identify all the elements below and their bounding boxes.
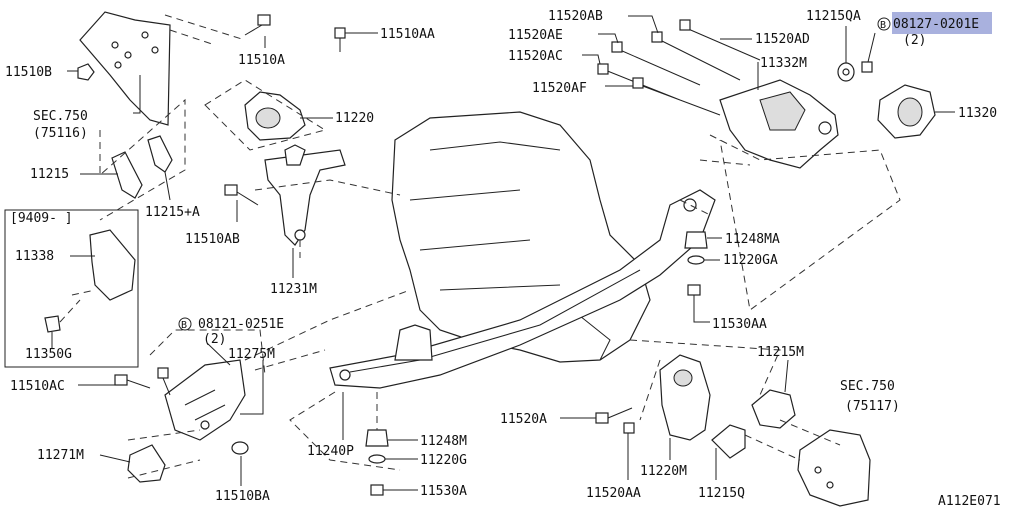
label-sec750-left: SEC.750	[33, 109, 88, 124]
label-08127-0201e: 08127-0201E	[893, 17, 979, 32]
sec750-bracket-right	[797, 429, 871, 507]
label-11520ae: 11520AE	[508, 28, 563, 43]
washer-11220ga	[687, 255, 705, 265]
stud-11530a	[370, 484, 384, 496]
label-sec750-left-sub: (75116)	[33, 126, 88, 141]
stud-11530aa	[687, 284, 701, 310]
bushing-11215	[111, 135, 173, 199]
bolt-11520aa	[623, 422, 635, 434]
label-11220: 11220	[335, 111, 374, 126]
label-08127-qty: (2)	[903, 33, 926, 48]
bushing-11215q	[711, 424, 746, 459]
bolt-11510ac	[114, 374, 151, 389]
bolt-11520a	[595, 407, 633, 424]
mount-11220m	[659, 354, 711, 441]
label-11520a: 11520A	[500, 412, 547, 427]
mount-11220	[244, 91, 306, 141]
bolt-11510aa	[334, 27, 346, 52]
label-11338: 11338	[15, 249, 54, 264]
label-11350g: 11350G	[25, 347, 72, 362]
label-11215m: 11215M	[757, 345, 804, 360]
label-sec750-right-sub: (75117)	[845, 399, 900, 414]
assembly-lines	[99, 14, 901, 479]
label-08121-qty: (2)	[203, 332, 226, 347]
label-11520ac: 11520AC	[508, 49, 563, 64]
label-11520ad: 11520AD	[755, 32, 810, 47]
bolts-11520-group	[597, 19, 761, 116]
label-11215qa: 11215QA	[806, 9, 861, 24]
sec750-bracket-left	[77, 11, 171, 126]
label-11220m: 11220M	[640, 464, 687, 479]
bolt-badge-letter: B	[880, 20, 886, 31]
label-11215q: 11215Q	[698, 486, 745, 501]
label-11510ac: 11510AC	[10, 379, 65, 394]
nut-11510ba	[231, 441, 249, 455]
label-11215: 11215	[30, 167, 69, 182]
label-11530aa: 11530AA	[712, 317, 767, 332]
label-inset-date: [9409- ]	[10, 211, 73, 226]
label-11271m: 11271M	[37, 448, 84, 463]
bracket-11231m	[264, 144, 346, 246]
bolt-08121	[157, 367, 171, 396]
washer-11215qa	[837, 62, 855, 82]
bolt-badge-icon	[877, 17, 891, 31]
insulator-11248m	[365, 429, 389, 447]
leader-lines	[51, 15, 955, 491]
label-11332m: 11332M	[760, 56, 807, 71]
washer-11220g	[368, 454, 386, 464]
bolt-11510a	[244, 14, 271, 36]
bolt-badge-letter-2: B	[181, 320, 187, 331]
mount-11332m	[719, 79, 839, 169]
bolt-11510ab	[224, 184, 259, 206]
bolt-08127	[861, 61, 873, 73]
label-11320: 11320	[958, 106, 997, 121]
label-11520ab: 11520AB	[548, 9, 603, 24]
label-11240p: 11240P	[307, 444, 354, 459]
center-member-11240p	[329, 189, 716, 389]
label-sec750-right: SEC.750	[840, 379, 895, 394]
label-11275m: 11275M	[228, 347, 275, 362]
insulator-11248ma	[684, 231, 708, 249]
label-11510a: 11510A	[238, 53, 285, 68]
label-08121-0251e: 08121-0251E	[198, 317, 284, 332]
callout-labels: 11510B SEC.750 (75116) 11510A 11510AA 11…	[5, 9, 1001, 509]
label-11530a: 11530A	[420, 484, 467, 499]
label-11510ab: 11510AB	[185, 232, 240, 247]
label-11248ma: 11248MA	[725, 232, 780, 247]
diagram-id: A112E071	[938, 494, 1001, 509]
label-11215-a: 11215+A	[145, 205, 200, 220]
label-11510b: 11510B	[5, 65, 52, 80]
label-11220g: 11220G	[420, 453, 467, 468]
mount-11320	[877, 84, 936, 139]
highlight-08127	[892, 12, 992, 34]
bolt-badge-icon-2	[178, 317, 192, 331]
insulator-11271m	[127, 444, 166, 483]
label-11231m: 11231M	[270, 282, 317, 297]
bushing-11215m	[751, 389, 796, 429]
label-11510ba: 11510BA	[215, 489, 270, 504]
label-11510aa: 11510AA	[380, 27, 435, 42]
label-11520af: 11520AF	[532, 81, 587, 96]
label-11248m: 11248M	[420, 434, 467, 449]
inset-box	[4, 209, 139, 368]
label-11220ga: 11220GA	[723, 253, 778, 268]
label-11520aa: 11520AA	[586, 486, 641, 501]
bracket-11275m	[164, 359, 246, 441]
